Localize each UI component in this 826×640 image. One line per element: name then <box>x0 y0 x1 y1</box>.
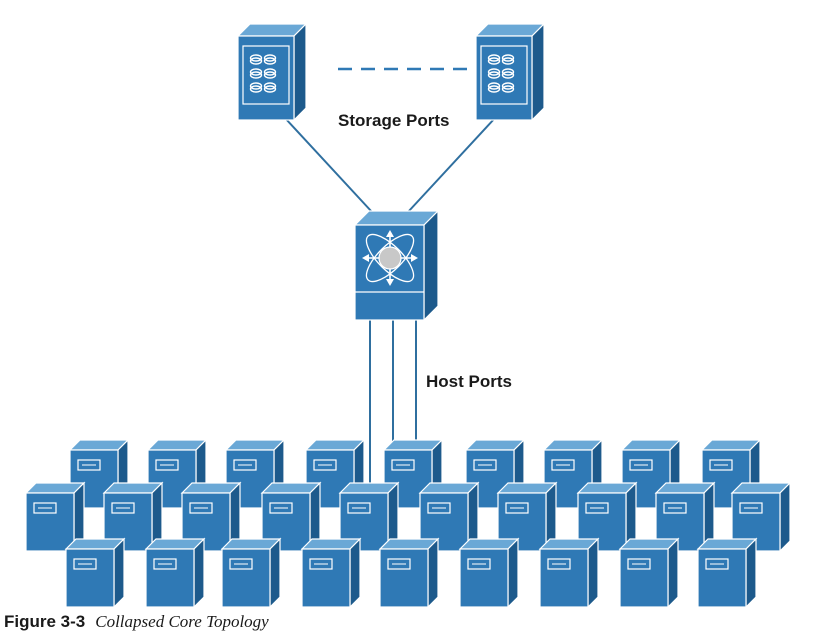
figure-caption: Figure 3-3 Collapsed Core Topology <box>4 612 269 632</box>
server-tower-icon <box>65 538 125 608</box>
server-tower-icon <box>221 538 281 608</box>
server-tower-icon <box>145 538 205 608</box>
server-tower-icon <box>539 538 599 608</box>
host-ports-label: Host Ports <box>426 372 512 391</box>
storage-link-right <box>407 117 496 213</box>
figure-number: Figure 3-3 <box>4 612 86 631</box>
storage-link-left <box>284 117 373 213</box>
server-tower-icon <box>697 538 757 608</box>
storage-array-icon <box>476 24 544 120</box>
server-row-front <box>65 538 757 608</box>
server-tower-icon <box>619 538 679 608</box>
storage-array-icon <box>238 24 306 120</box>
storage-ports-label: Storage Ports <box>338 111 450 130</box>
figure-title: Collapsed Core Topology <box>95 612 269 631</box>
server-tower-icon <box>379 538 439 608</box>
server-tower-icon <box>459 538 519 608</box>
server-tower-icon <box>301 538 361 608</box>
storage-links <box>284 117 496 213</box>
multilayer-switch-icon <box>353 209 440 322</box>
